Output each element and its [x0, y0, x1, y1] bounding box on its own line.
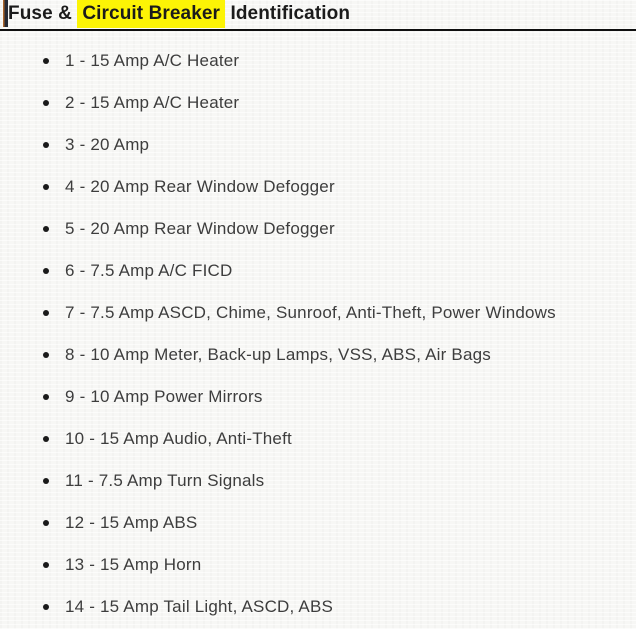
fuse-item: 6 - 7.5 Amp A/C FICD — [43, 262, 626, 280]
fuse-item: 7 - 7.5 Amp ASCD, Chime, Sunroof, Anti-T… — [43, 304, 626, 322]
fuse-identification-list: 1 - 15 Amp A/C Heater 2 - 15 Amp A/C Hea… — [0, 31, 636, 616]
fuse-item: 9 - 10 Amp Power Mirrors — [43, 388, 626, 406]
fuse-item: 12 - 15 Amp ABS — [43, 514, 626, 532]
fuse-item: 8 - 10 Amp Meter, Back-up Lamps, VSS, AB… — [43, 346, 626, 364]
page-title: Fuse & Circuit Breaker Identification — [8, 0, 628, 28]
fuse-item: 14 - 15 Amp Tail Light, ASCD, ABS — [43, 598, 626, 616]
fuse-item: 5 - 20 Amp Rear Window Defogger — [43, 220, 626, 238]
fuse-item: 11 - 7.5 Amp Turn Signals — [43, 472, 626, 490]
page-title-suffix: Identification — [225, 3, 351, 24]
page-title-prefix: Fuse & — [8, 3, 78, 24]
cropped-edge-artifact — [3, 0, 8, 27]
fuse-item: 10 - 15 Amp Audio, Anti-Theft — [43, 430, 626, 448]
fuse-item: 3 - 20 Amp — [43, 136, 626, 154]
fuse-item: 4 - 20 Amp Rear Window Defogger — [43, 178, 626, 196]
fuse-item: 2 - 15 Amp A/C Heater — [43, 94, 626, 112]
fuse-item: 13 - 15 Amp Horn — [43, 556, 626, 574]
highlighted-search-term: Circuit Breaker — [77, 0, 226, 28]
page-header: Fuse & Circuit Breaker Identification — [0, 0, 636, 31]
fuse-item: 1 - 15 Amp A/C Heater — [43, 52, 626, 70]
